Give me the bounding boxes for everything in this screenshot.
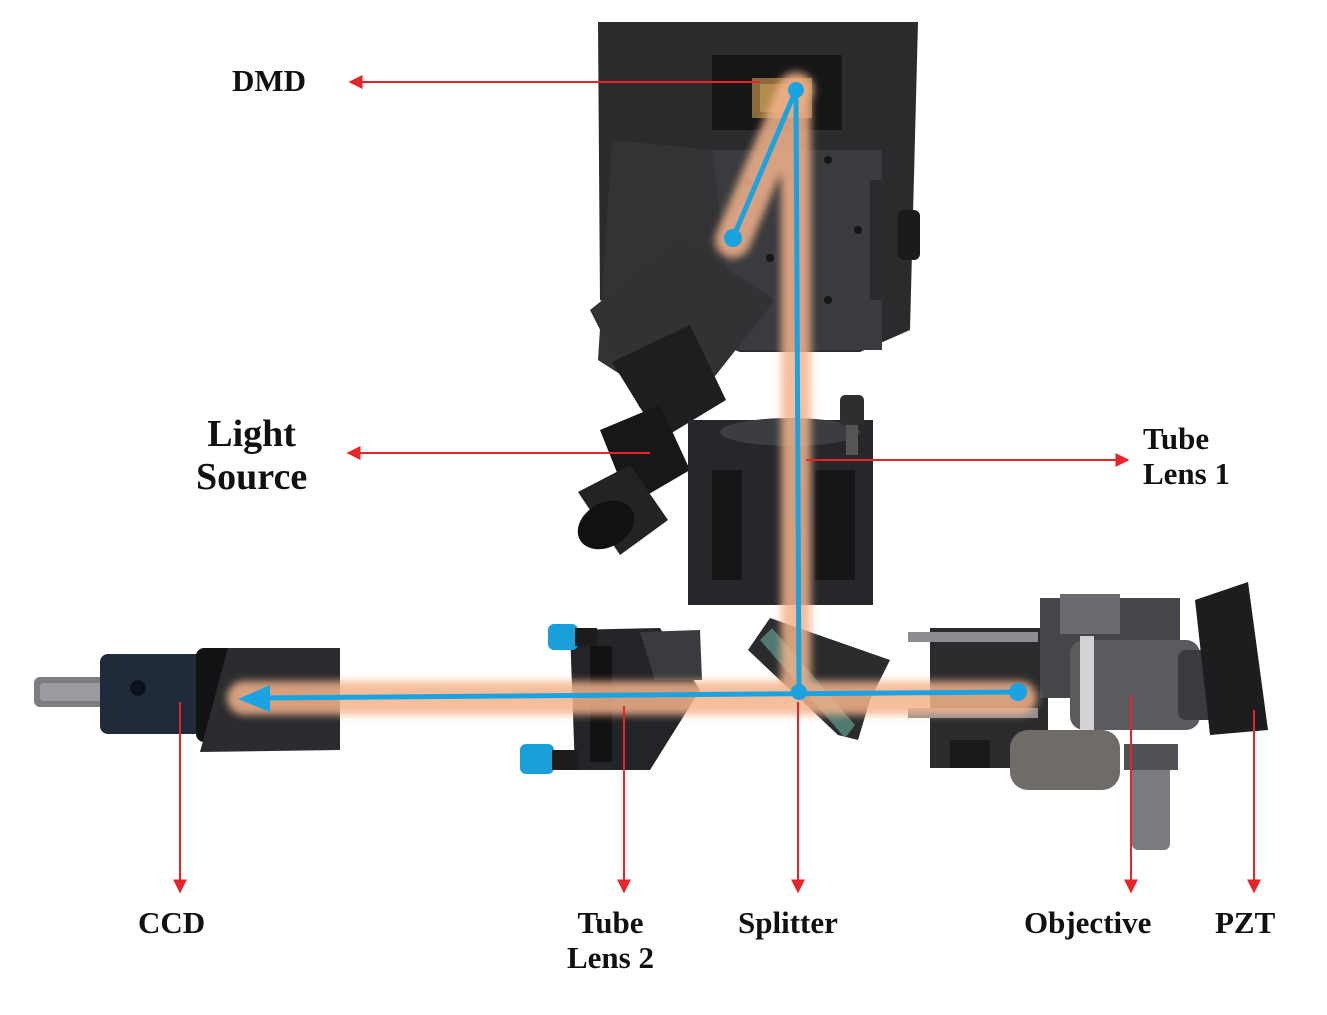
- label-tube-lens-1-line2: Lens 1: [1143, 455, 1230, 491]
- beam-node-dmd: [788, 82, 804, 98]
- tube-lens-1-mount: [688, 395, 873, 605]
- label-light-source-line1: Light: [207, 413, 296, 455]
- splitter-cube: [748, 618, 890, 740]
- label-pzt: PZT: [1215, 905, 1276, 940]
- label-ccd: CCD: [138, 905, 206, 940]
- label-light-source-line2: Source: [196, 455, 308, 498]
- beam-node-splitter: [791, 684, 807, 700]
- beam-path: [238, 82, 1027, 712]
- label-tube-lens-1: Tube Lens 1: [1143, 421, 1230, 491]
- label-dmd: DMD: [232, 63, 307, 98]
- label-objective: Objective: [1024, 905, 1152, 940]
- label-tube-lens-2: Tube Lens 2: [567, 905, 654, 975]
- label-splitter: Splitter: [738, 905, 838, 940]
- label-tube-lens-1-line1: Tube: [1143, 421, 1210, 456]
- beam-node-objective: [1009, 683, 1027, 701]
- objective-pzt-stage: [908, 582, 1268, 850]
- beam-arrowhead: [238, 685, 270, 712]
- beam-node-source: [724, 229, 742, 247]
- label-tube-lens-2-line1: Tube: [577, 905, 644, 940]
- ccd-camera: [34, 648, 340, 752]
- label-light-source: Light Source: [196, 413, 307, 498]
- label-tube-lens-2-line2: Lens 2: [567, 939, 654, 975]
- light-source-body: [577, 238, 775, 555]
- callout-arrows: [173, 75, 1261, 894]
